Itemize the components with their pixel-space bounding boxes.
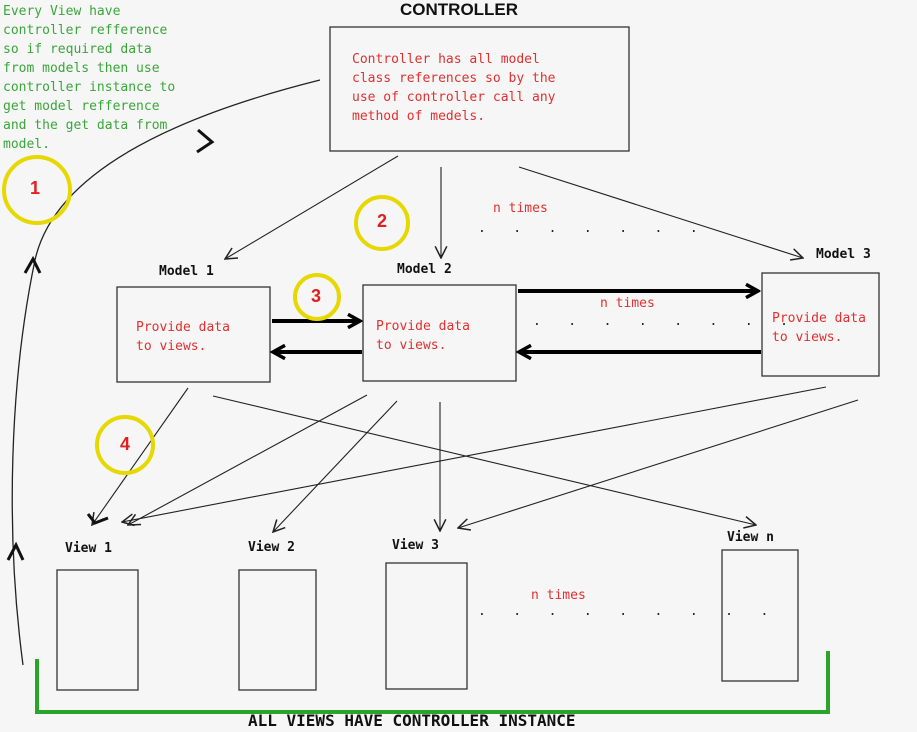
step-3-circle — [293, 273, 341, 321]
ellipsis-models-top: . . . . . . . — [478, 221, 699, 236]
n-times-views: n times — [531, 588, 586, 603]
step-1-number: 1 — [30, 178, 41, 198]
views-controller-bracket — [35, 651, 830, 714]
view-1-label: View 1 — [65, 541, 112, 556]
arrowhead-curve-top — [196, 128, 215, 154]
arrowhead-curve-middle — [23, 255, 42, 274]
view-controller-note: Every View have controller refference so… — [3, 4, 176, 152]
controller-title: CONTROLLER — [400, 0, 519, 19]
step-1-circle — [2, 155, 72, 225]
model-3-text: Provide data to views. — [772, 311, 866, 345]
model-1-text: Provide data to views. — [136, 320, 230, 354]
view-1-box — [56, 569, 139, 691]
arrow-model-2-to-view-1 — [128, 394, 368, 525]
step-4-circle — [95, 415, 155, 475]
model-2-box — [362, 284, 517, 382]
controller-box — [329, 26, 630, 152]
arrowhead-curve-bottom — [6, 541, 25, 561]
n-times-models-top: n times — [493, 201, 548, 216]
arrow-model-3-to-view-3 — [458, 399, 859, 528]
arrow-model-1-to-view-1 — [92, 387, 189, 525]
controller-description: Controller has all model class reference… — [352, 52, 556, 124]
view-3-box — [385, 562, 468, 690]
arrow-model-1-to-view-n — [212, 395, 756, 525]
step-3-number: 3 — [311, 286, 322, 306]
arrow-model-2-to-view-2 — [273, 400, 398, 532]
ellipsis-models-middle: . . . . . . . . — [533, 314, 789, 329]
view-n-label: View n — [727, 530, 774, 545]
model-1-box — [116, 286, 271, 383]
step-4-number: 4 — [120, 434, 131, 454]
arrow-controller-to-model-3 — [518, 166, 803, 258]
view-n-box — [721, 549, 799, 682]
arrow-model-3-to-view-1 — [122, 386, 827, 522]
step-2-number: 2 — [377, 211, 388, 231]
view-2-box — [238, 569, 317, 691]
model-3-box — [761, 272, 880, 377]
bottom-caption: ALL VIEWS HAVE CONTROLLER INSTANCE — [248, 711, 576, 730]
view-3-label: View 3 — [392, 538, 439, 553]
model-2-label: Model 2 — [397, 262, 452, 277]
arrow-controller-to-model-1 — [225, 155, 399, 259]
model-2-text: Provide data to views. — [376, 319, 470, 353]
arrowhead-view-1 — [86, 513, 109, 525]
model-1-label: Model 1 — [159, 264, 214, 279]
model-3-label: Model 3 — [816, 247, 871, 262]
ellipsis-views: . . . . . . . . . — [478, 604, 770, 619]
view-2-label: View 2 — [248, 540, 295, 555]
step-2-circle — [354, 195, 410, 251]
n-times-models-middle: n times — [600, 296, 655, 311]
